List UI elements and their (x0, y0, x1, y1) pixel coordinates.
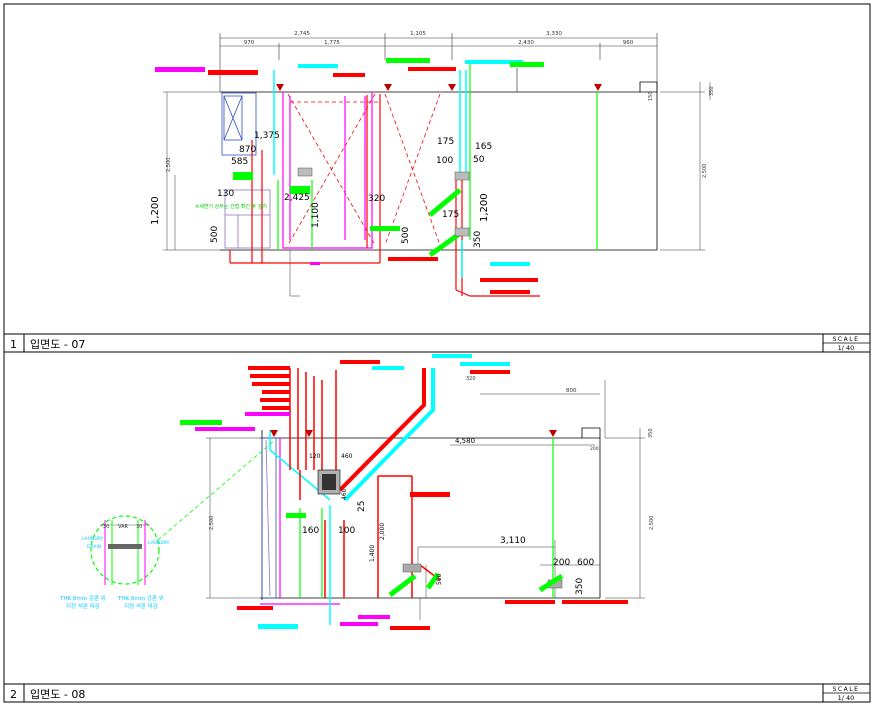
panel-1-scale-value: 1/ 40 (838, 344, 855, 352)
detail-caption-left-1: THK 8mm 강판 위 (59, 594, 106, 602)
p2-dim-350: 350 (648, 428, 654, 438)
dim-350: 350 (473, 231, 483, 248)
panel-1-number: 1 (10, 338, 17, 351)
dim-right-2500: 2,500 (702, 164, 708, 178)
dim-1375: 1,375 (254, 131, 280, 141)
p2-detail-circle (90, 439, 276, 585)
detail-label-drain: DRAIN (87, 544, 101, 550)
panel-2-title: 입면도 - 08 (30, 688, 85, 701)
p2-dim-460b: 460 (341, 488, 348, 500)
p2-dim-800: 800 (566, 388, 577, 394)
panel-2-scale-label: SCALE (833, 686, 860, 693)
dim-1775: 1,775 (324, 40, 340, 46)
dim-175-b: 175 (442, 210, 459, 220)
detail-caption-left-2: 지정 석판 마감 (66, 602, 100, 610)
p2-dim-350-inner: 350 (575, 578, 585, 595)
dim-1100: 1,100 (311, 202, 321, 228)
p2-dim-1400: 1,400 (369, 545, 376, 562)
p2-level-markers (270, 430, 557, 437)
panel-1-title: 입면도 - 07 (30, 338, 85, 351)
panel-2-number: 2 (10, 688, 17, 701)
panel-2-elevation-08: 2 입면도 - 08 SCALE 1/ 40 (4, 354, 870, 702)
faucet-fixture-3 (297, 167, 313, 177)
p2-dim-460: 460 (341, 453, 353, 460)
dim-320: 320 (368, 194, 385, 204)
p2-faucet-1 (402, 563, 422, 573)
dim-3330: 3,330 (546, 31, 562, 37)
faucet-fixture-1 (454, 171, 470, 181)
detail-dim-30-b: 30 (136, 524, 142, 530)
detail-caption-right-2: 지정 석판 마감 (124, 602, 158, 610)
p2-dim-left-2500: 2,500 (209, 516, 215, 530)
detail-dim-30-a: 30 (103, 524, 109, 530)
p2-door-panel (261, 437, 277, 599)
dim-1200-right: 1,200 (479, 193, 490, 222)
dim-2425: 2,425 (284, 193, 310, 203)
dim-1200-left: 1,200 (150, 196, 161, 225)
level-markers (276, 84, 602, 91)
p2-dim-500: 500 (436, 573, 443, 585)
dim-right-350: 350 (709, 86, 715, 96)
panel-1-top-dimensions (219, 33, 658, 92)
dim-585: 585 (231, 157, 248, 167)
dim-500-left: 500 (210, 226, 220, 243)
p2-dim-4580: 4,580 (455, 437, 475, 445)
p2-dim-2000: 2,000 (379, 523, 386, 540)
panel-1-note: ※세면기 상부는 간접 확인 후 설치 (195, 203, 267, 210)
dim-500-mid: 500 (401, 227, 411, 244)
dim-870: 870 (239, 145, 256, 155)
p2-dim-25: 25 (357, 501, 367, 512)
dim-100: 100 (436, 156, 453, 166)
panel-2-tags (180, 354, 628, 630)
water-supply-lines (277, 60, 598, 250)
p2-dim-3110: 3,110 (500, 536, 526, 546)
panel-1-elevation-07: 1 입면도 - 07 SCALE 1/ 40 2,745 1,105 3,330… (4, 31, 870, 352)
drain-lines (273, 70, 467, 278)
dim-165: 165 (475, 142, 492, 152)
dim-50: 50 (473, 155, 485, 165)
dim-175-a: 175 (437, 137, 454, 147)
p2-dim-100: 100 (338, 526, 355, 536)
dim-left-2500: 2,500 (166, 158, 172, 172)
sheet-frame (3, 3, 871, 703)
detail-caption-right-1: THK 8mm 강판 위 (117, 594, 164, 602)
p2-dim-200-top: 200 (590, 446, 599, 452)
faucet-fixture-2 (454, 227, 470, 237)
dim-1105: 1,105 (410, 31, 426, 37)
opening-x-marks (287, 93, 441, 246)
dim-970: 970 (244, 40, 255, 46)
p2-diagonal-duct (343, 368, 435, 502)
detail-dim-var: VAR (118, 524, 129, 530)
p2-water-lines (299, 438, 554, 598)
dim-960: 960 (623, 40, 634, 46)
p2-dim-160: 160 (302, 526, 319, 536)
detail-label-laundry-right: LAUNDRY (148, 540, 170, 546)
dim-130: 130 (217, 189, 234, 199)
p2-dim-320: 320 (466, 376, 476, 382)
panel-1-tags (155, 58, 544, 294)
p2-dim-120: 120 (309, 453, 321, 460)
p2-red-pipe-bundle (289, 368, 441, 598)
dim-2430: 2,430 (518, 40, 534, 46)
panel-1-scale-label: SCALE (833, 336, 860, 343)
dim-2745: 2,745 (294, 31, 310, 37)
cabinet-outline (221, 92, 271, 249)
panel-2-scale-value: 1/ 40 (838, 694, 855, 702)
partition-frame (282, 92, 373, 249)
detail-label-laundry: LAUNDRY (82, 536, 104, 542)
p2-dim-600: 600 (577, 558, 594, 568)
p2-dim-200: 200 (553, 558, 570, 568)
p2-dim-right-2500: 2,500 (649, 516, 655, 530)
dim-right-150: 150 (648, 91, 654, 101)
